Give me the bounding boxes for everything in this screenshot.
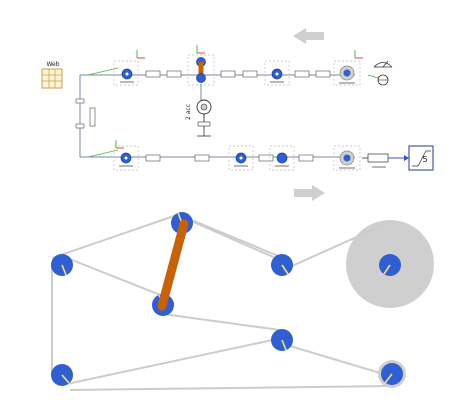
top-right-sensor[interactable] bbox=[367, 60, 393, 86]
motor-block[interactable]: 2 acc bbox=[185, 84, 212, 137]
roller-large-core[interactable] bbox=[379, 254, 401, 276]
unwind-roll[interactable] bbox=[333, 60, 361, 86]
lower-spring-1 bbox=[145, 154, 210, 162]
web-block[interactable]: Web bbox=[41, 61, 63, 89]
arrow-right-icon bbox=[294, 185, 325, 201]
lower-roller-1[interactable] bbox=[113, 145, 139, 171]
web-animation bbox=[51, 212, 434, 391]
upper-connection-line bbox=[79, 67, 355, 158]
source-block[interactable]: 5 bbox=[408, 145, 434, 171]
upper-spring-2 bbox=[220, 70, 258, 78]
roller-left-top[interactable] bbox=[51, 254, 73, 276]
top-schematic: Web bbox=[41, 28, 434, 201]
dancer-roller-top[interactable] bbox=[187, 54, 215, 86]
frame-markers bbox=[115, 45, 363, 149]
web-path bbox=[51, 213, 393, 391]
upper-roller-2[interactable] bbox=[264, 60, 290, 86]
dancer-arm[interactable] bbox=[157, 219, 189, 311]
motor-label: 2 acc bbox=[185, 104, 192, 120]
left-spring bbox=[75, 98, 96, 129]
drive-actuator[interactable] bbox=[362, 153, 409, 168]
upper-spring-3 bbox=[294, 70, 331, 78]
rewind-roll[interactable] bbox=[333, 145, 361, 171]
web-block-label: Web bbox=[46, 61, 59, 68]
roller-middle-top[interactable] bbox=[271, 254, 293, 276]
arrow-left-icon bbox=[293, 28, 324, 44]
roller-middle-bottom[interactable] bbox=[271, 329, 293, 351]
upper-roller-1[interactable] bbox=[113, 60, 139, 86]
lower-roller-3[interactable] bbox=[269, 145, 295, 171]
lower-spring-2 bbox=[258, 154, 314, 162]
roller-rewind[interactable] bbox=[378, 360, 406, 388]
upper-spring-1 bbox=[145, 70, 182, 78]
lower-roller-2[interactable] bbox=[228, 145, 254, 171]
source-block-label: 5 bbox=[422, 155, 427, 164]
roller-left-bottom[interactable] bbox=[51, 364, 73, 386]
